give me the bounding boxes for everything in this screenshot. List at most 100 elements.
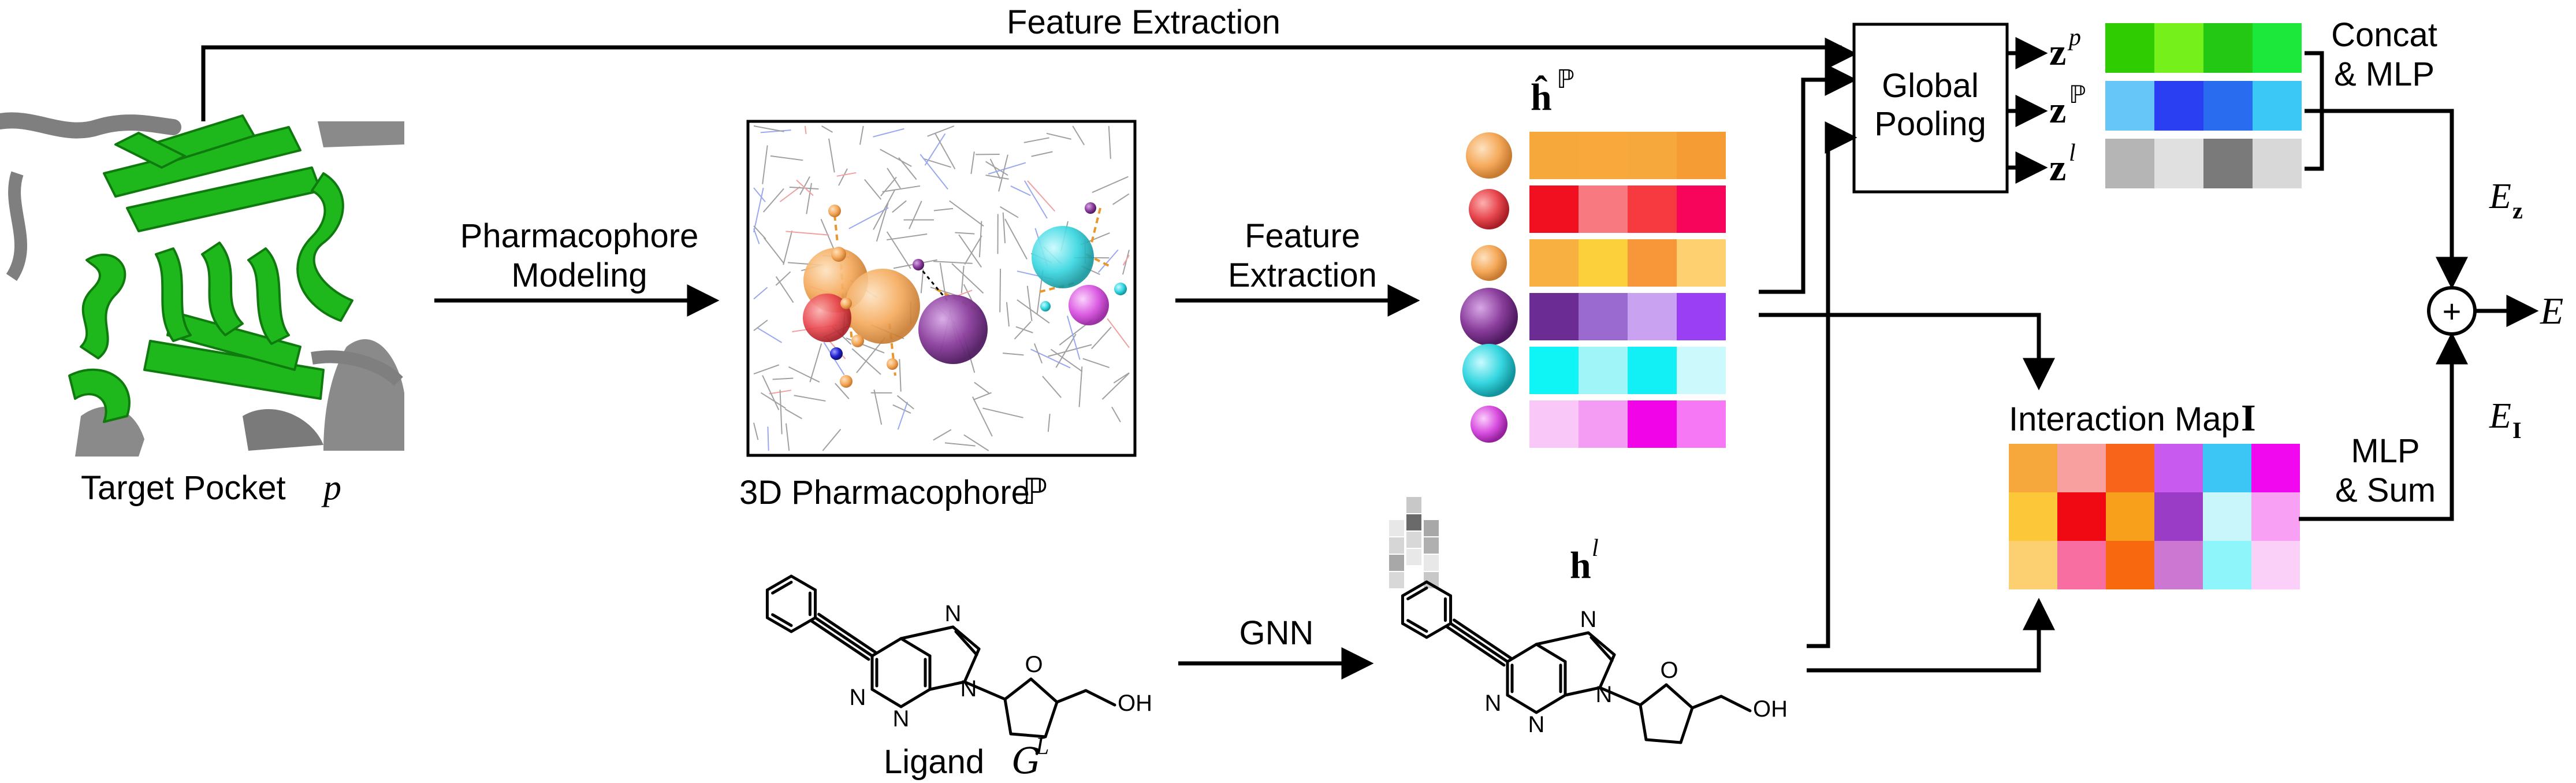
wireframe-bond (1082, 358, 1110, 368)
wireframe-bond (1078, 366, 1083, 407)
interaction-map-grid (2009, 444, 2300, 589)
interaction-cell (2251, 541, 2300, 589)
feature-cell (1529, 347, 1579, 394)
atom-label: N (1596, 682, 1613, 707)
feature-sphere (1466, 132, 1512, 179)
wireframe-bond (762, 145, 768, 184)
hl-symbol: h (1570, 544, 1591, 587)
wireframe-bond (880, 149, 912, 167)
ez-subscript: z (2512, 198, 2523, 224)
zp-symbol: z (2049, 31, 2066, 73)
z-vector-cell (2105, 23, 2154, 73)
wireframe-bond (1092, 176, 1129, 194)
wireframe-bond (822, 429, 842, 451)
mlp-sum-label-2: & Sum (2335, 472, 2436, 509)
interaction-cell (2009, 492, 2057, 541)
wireframe-bond (963, 434, 989, 451)
z-vector-cell (2105, 139, 2154, 188)
wireframe-bond (828, 138, 835, 173)
hl-superscript: l (1592, 535, 1599, 562)
atom-label: N (945, 601, 962, 626)
interaction-cell (2057, 492, 2106, 541)
wireframe-bond (1108, 125, 1111, 159)
wireframe-bond (753, 187, 766, 202)
z-vector-cell (2154, 139, 2203, 188)
wireframe-bond (753, 228, 760, 244)
feature-cell (1628, 347, 1677, 394)
z-vector-cell (2154, 23, 2203, 73)
ez-symbol: E (2489, 177, 2511, 216)
mlp-sum-label-1: MLP (2351, 432, 2419, 470)
global-pooling-box (1852, 23, 2009, 194)
concat-label-1: Concat (2331, 16, 2437, 54)
pharmacophore-3d-label: 3D Pharmacophore (739, 474, 1030, 511)
wireframe-bond (1072, 125, 1085, 146)
embedding-bar-cell (1389, 572, 1404, 588)
wireframe-bond (886, 231, 911, 269)
feature-cell (1628, 132, 1677, 179)
pharmacophore-3d-panel (746, 120, 1137, 457)
h-hat-superscript: ℙ (1557, 65, 1574, 94)
target-pocket-symbol: p (321, 468, 341, 507)
feature-cell (1579, 400, 1628, 448)
interaction-cell (2203, 492, 2251, 541)
embedding-bar-cell (1389, 537, 1404, 554)
wireframe-bond (873, 189, 896, 230)
wireframe-bond (851, 348, 881, 375)
wireframe-bond (836, 172, 857, 177)
feature-cell (1529, 185, 1579, 233)
gnn-label: GNN (1239, 614, 1314, 652)
wireframe-bond (1023, 180, 1048, 219)
feature-sphere (1460, 288, 1518, 346)
wireframe-bond (779, 389, 783, 435)
feature-cell (1529, 239, 1579, 287)
feature-cell (1529, 132, 1579, 179)
wireframe-bond (887, 233, 928, 241)
hl-to-interaction-arrow (1807, 598, 2055, 673)
wireframe-bond (944, 442, 976, 447)
wireframe-bond (892, 200, 907, 213)
ei-symbol: E (2489, 396, 2511, 436)
feature-cell (1579, 132, 1628, 179)
wireframe-bond (1033, 343, 1043, 363)
interaction-to-sum-arrow (2299, 332, 2468, 521)
interaction-cell (2106, 492, 2154, 541)
atom-label: N (1485, 691, 1502, 716)
z-vector-cell (2154, 81, 2203, 131)
wireframe-bond (1107, 318, 1130, 348)
wireframe-bond (1003, 352, 1024, 356)
wireframe-bond (998, 154, 1008, 192)
wireframe-bond (972, 396, 993, 437)
wireframe-bond (897, 402, 909, 430)
wireframe-bond (1031, 151, 1053, 157)
embedding-bar-cell (1424, 555, 1439, 571)
wireframe-bond (892, 404, 911, 414)
feature-cell (1677, 293, 1726, 340)
pharmacophore-feature-embeddings (1460, 132, 1726, 448)
feature-cell (1529, 400, 1579, 448)
wireframe-bond (973, 392, 992, 400)
ligand-label: Ligand (884, 743, 984, 781)
feature-cell (1677, 185, 1726, 233)
embedding-bar-cell (1406, 497, 1421, 513)
wireframe-bond (864, 179, 882, 200)
zP-symbol: z (2049, 89, 2066, 131)
wireframe-bond (799, 176, 810, 195)
wireframe-bond (920, 269, 924, 294)
wireframe-bond (772, 377, 794, 380)
feature-extraction-top-arrow (201, 38, 1857, 121)
wireframe-bond (963, 284, 973, 302)
h-hat-symbol: ĥ (1531, 75, 1552, 118)
interaction-cell (2203, 541, 2251, 589)
feature-cell (1579, 293, 1628, 340)
wireframe-bond (1042, 376, 1062, 398)
wireframe-bond (880, 176, 897, 196)
feature-extraction-mid-label-1: Feature (1245, 217, 1360, 255)
wireframe-bond (789, 186, 819, 190)
atom-label: N (893, 706, 910, 732)
wireframe-bond (920, 154, 948, 190)
atom-label: N (1580, 607, 1597, 632)
wireframe-bond (762, 375, 780, 410)
